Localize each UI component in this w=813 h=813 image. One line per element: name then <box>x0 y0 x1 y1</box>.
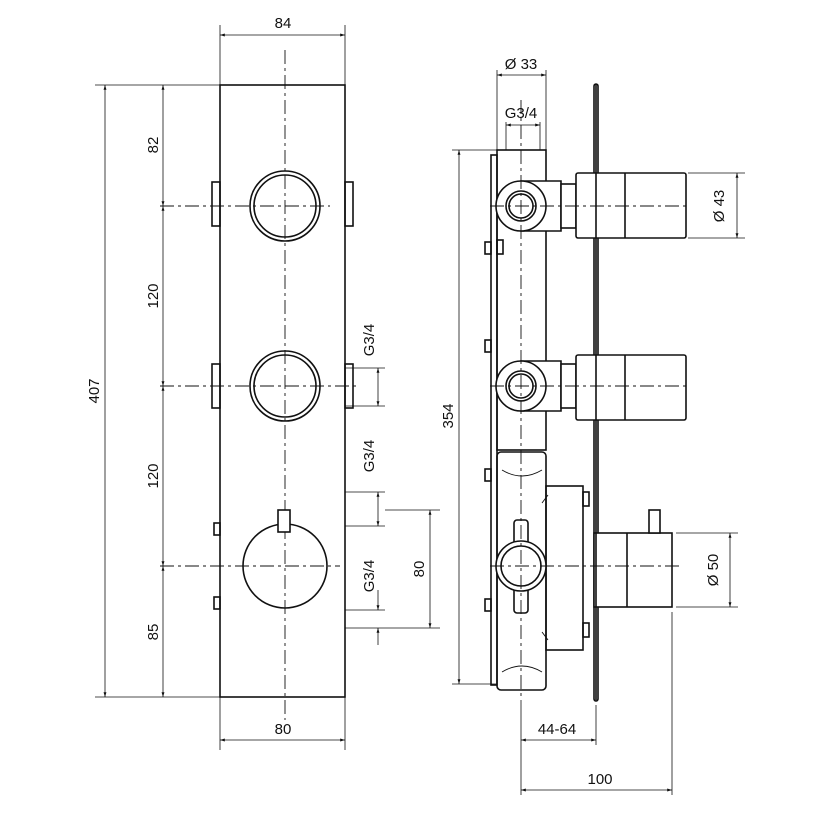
dim-segment: 120 <box>145 283 162 308</box>
dim-thread: G3/4 <box>361 560 378 593</box>
dim-depth-range: 44-64 <box>538 721 576 738</box>
dim-depth-total: 100 <box>587 771 612 788</box>
body-upper <box>496 149 547 451</box>
dim-thread: G3/4 <box>361 440 378 473</box>
dim-segment: 85 <box>145 624 162 641</box>
dim-thread-top: G3/4 <box>505 105 538 122</box>
dim-width-top: 84 <box>275 15 292 32</box>
side-handle-middle <box>575 354 687 421</box>
cartridge-box <box>545 485 584 651</box>
side-knob <box>593 532 673 608</box>
dim-segment: 82 <box>145 137 162 154</box>
side-handle-top <box>575 172 687 239</box>
dim-outlet-spacing: 80 <box>411 561 428 578</box>
dim-inlet-diameter: Ø 33 <box>505 56 538 73</box>
dim-handle-diameter: Ø 43 <box>711 190 728 223</box>
dim-knob-diameter: Ø 50 <box>705 554 722 587</box>
side-view: Ø 33 G3/4 354 Ø 43 Ø 50 44-64 100 <box>440 56 745 795</box>
dim-segment: 120 <box>145 463 162 488</box>
mounting-plate <box>490 154 498 686</box>
front-plate <box>219 84 346 698</box>
front-view: 84 80 407 82 120 120 85 G3/4 G3/4 G3/4 8… <box>86 15 440 750</box>
dim-total-height: 407 <box>86 378 103 403</box>
dim-width-bottom: 80 <box>275 721 292 738</box>
dim-body-height: 354 <box>440 403 457 428</box>
dim-thread: G3/4 <box>361 324 378 357</box>
